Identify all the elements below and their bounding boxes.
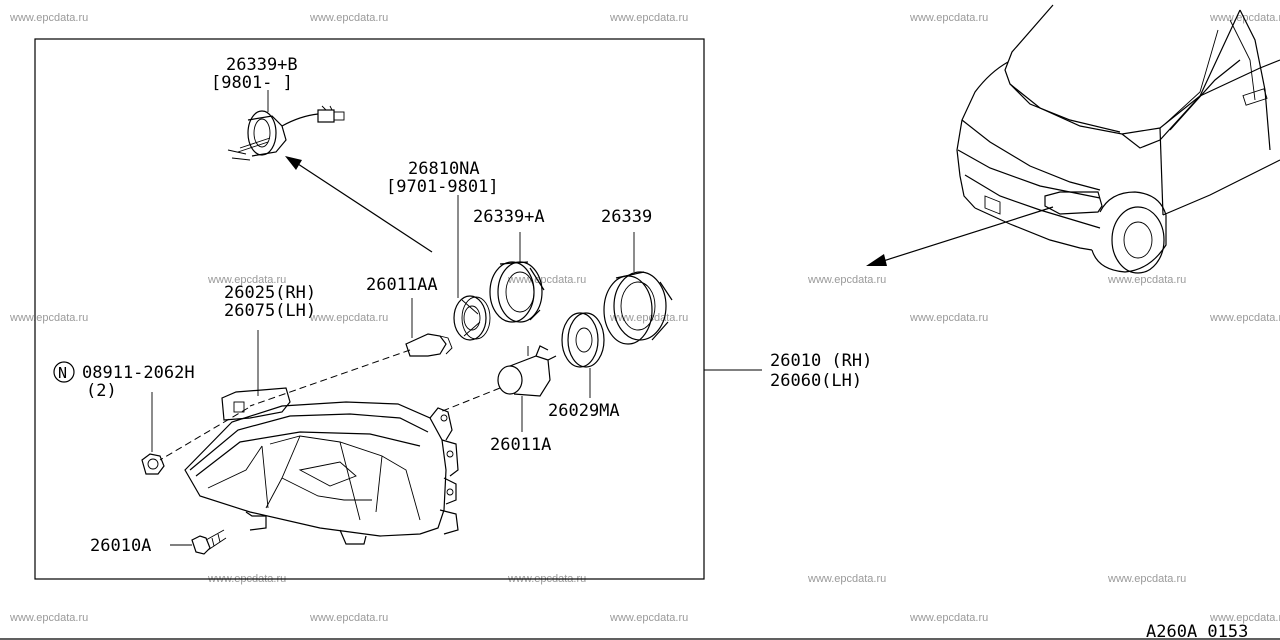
nut-part xyxy=(141,453,165,475)
cap-part xyxy=(603,271,673,345)
diagram-code: A260A 0153 xyxy=(1146,622,1248,640)
screw-part xyxy=(191,529,227,555)
bulb-socket-part xyxy=(453,295,491,341)
watermark: www.epcdata.ru xyxy=(1209,312,1280,324)
nut-symbol: N xyxy=(58,364,67,382)
watermark: www.epcdata.ru xyxy=(309,312,388,324)
watermark: www.epcdata.ru xyxy=(507,274,586,286)
label-rear-socket: 26339+B xyxy=(226,55,298,75)
label-nut: 08911-2062H xyxy=(82,363,195,383)
watermark: www.epcdata.ru xyxy=(807,274,886,286)
vehicle-illustration xyxy=(956,4,1280,274)
rear-socket-part xyxy=(227,105,345,161)
small-bulb-part xyxy=(405,333,453,357)
assembly-frame xyxy=(34,38,705,580)
watermark: www.epcdata.ru xyxy=(909,612,988,624)
label-nut-qty: (2) xyxy=(86,381,117,401)
watermark: www.epcdata.ru xyxy=(309,12,388,24)
label-main-bulb: 26011A xyxy=(490,435,551,455)
label-assembly-rh: 26010 (RH) xyxy=(770,351,872,371)
main-bulb-part xyxy=(497,345,557,397)
label-housing-rh: 26025(RH) xyxy=(224,283,316,303)
label-bulb-socket-range: [9701-9801] xyxy=(386,177,499,197)
watermark: www.epcdata.ru xyxy=(9,312,88,324)
watermark: www.epcdata.ru xyxy=(9,12,88,24)
label-small-bulb: 26011AA xyxy=(366,275,438,295)
seal-part xyxy=(561,312,605,368)
arrow-head xyxy=(285,156,302,170)
label-assembly-lh: 26060(LH) xyxy=(770,371,862,391)
watermark: www.epcdata.ru xyxy=(207,274,286,286)
watermark: www.epcdata.ru xyxy=(1107,274,1186,286)
watermark: www.epcdata.ru xyxy=(609,12,688,24)
watermark: www.epcdata.ru xyxy=(909,312,988,324)
watermark: www.epcdata.ru xyxy=(1107,573,1186,585)
watermark: www.epcdata.ru xyxy=(609,612,688,624)
watermark: www.epcdata.ru xyxy=(807,573,886,585)
circle-n-icon: N xyxy=(53,361,75,383)
watermark: www.epcdata.ru xyxy=(609,312,688,324)
watermark: www.epcdata.ru xyxy=(9,612,88,624)
assembly-line xyxy=(249,349,411,407)
label-cap-a: 26339+A xyxy=(473,207,545,227)
label-seal: 26029MA xyxy=(548,401,620,421)
label-rear-socket-range: [9801- ] xyxy=(211,73,293,93)
watermark: www.epcdata.ru xyxy=(309,612,388,624)
watermark: www.epcdata.ru xyxy=(909,12,988,24)
headlamp-housing-part xyxy=(184,387,459,545)
label-bulb-socket: 26810NA xyxy=(408,159,480,179)
label-housing-lh: 26075(LH) xyxy=(224,301,316,321)
assembly-line xyxy=(439,387,501,413)
label-screw: 26010A xyxy=(90,536,151,556)
watermark: www.epcdata.ru xyxy=(1209,612,1280,624)
label-cap: 26339 xyxy=(601,207,652,227)
cap-a-part xyxy=(489,261,545,323)
leader-line xyxy=(294,161,433,253)
assembly-line xyxy=(159,407,249,461)
watermark-grid: www.epcdata.ru www.epcdata.ru www.epcdat… xyxy=(9,12,1280,624)
leader-line xyxy=(879,206,1054,263)
arrow-head xyxy=(866,254,887,266)
